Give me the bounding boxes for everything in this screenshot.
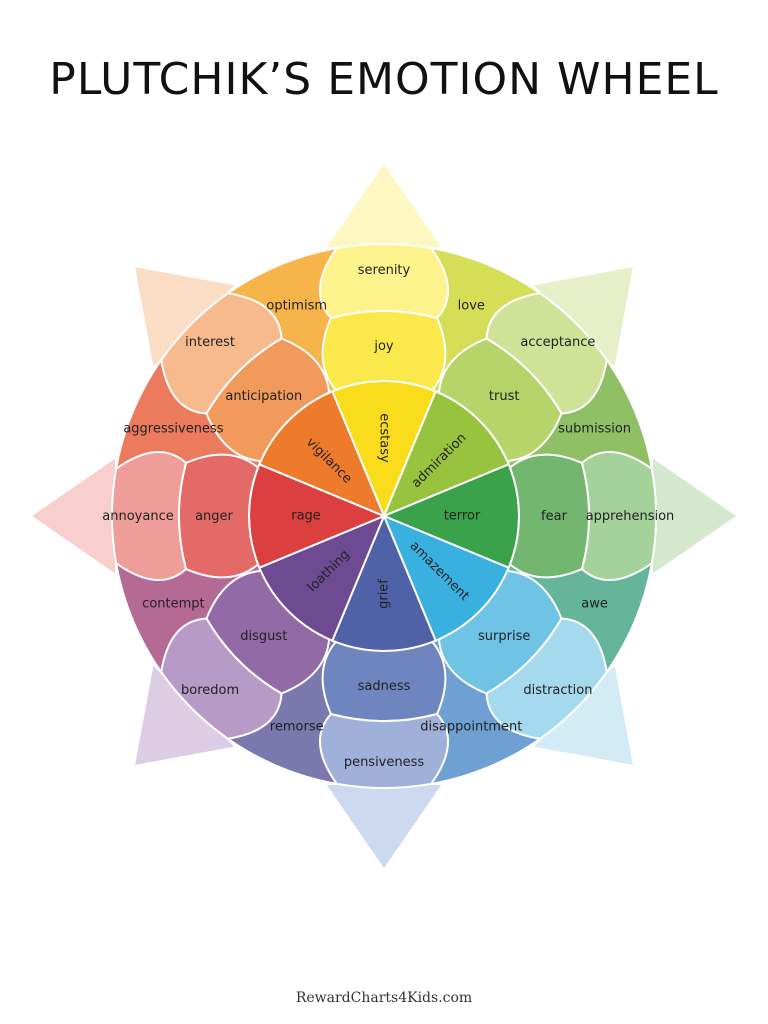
inner-label-ecstasy: ecstasy xyxy=(377,413,392,463)
dyad-label-optimism: optimism xyxy=(266,298,327,313)
footer-credit: RewardCharts4Kids.com xyxy=(295,990,473,1006)
inner-label-terror: terror xyxy=(444,509,481,524)
petal-tip-disgust xyxy=(135,665,235,765)
outer-label-apprehension: apprehension xyxy=(586,509,675,524)
outer-label-acceptance: acceptance xyxy=(520,335,595,350)
dyad-label-aggressiveness: aggressiveness xyxy=(123,422,223,437)
petal-tip-sadness xyxy=(326,785,442,868)
petal-outer-joy xyxy=(319,243,449,320)
petal-outer-trust xyxy=(485,292,608,415)
middle-label-joy: joy xyxy=(373,339,394,354)
petal-tip-surprise xyxy=(533,665,633,765)
outer-label-distraction: distraction xyxy=(523,683,592,698)
petal-outer-disgust xyxy=(160,617,283,740)
petal-outer-anger xyxy=(111,451,188,581)
dyad-label-awe: awe xyxy=(581,596,608,611)
middle-label-anticipation: anticipation xyxy=(225,389,302,404)
middle-label-trust: trust xyxy=(489,389,520,404)
outer-label-interest: interest xyxy=(185,335,235,350)
petal-outer-surprise xyxy=(485,617,608,740)
petal-tip-joy xyxy=(326,164,442,247)
outer-label-annoyance: annoyance xyxy=(102,509,173,524)
dyad-label-submission: submission xyxy=(558,422,631,437)
outer-label-boredom: boredom xyxy=(181,683,239,698)
middle-label-anger: anger xyxy=(195,509,233,524)
dyad-label-disappointment: disappointment xyxy=(420,720,522,735)
petal-tip-fear xyxy=(653,458,736,574)
middle-label-disgust: disgust xyxy=(240,629,287,644)
page-title: PLUTCHIK’S EMOTION WHEEL xyxy=(49,54,719,105)
petal-tip-anger xyxy=(32,458,115,574)
petal-tip-anticipation xyxy=(135,267,235,367)
middle-label-sadness: sadness xyxy=(358,679,411,694)
middle-label-fear: fear xyxy=(541,509,568,524)
dyad-label-love: love xyxy=(458,298,485,313)
outer-label-serenity: serenity xyxy=(358,263,411,278)
outer-label-pensiveness: pensiveness xyxy=(344,755,425,770)
dyad-label-contempt: contempt xyxy=(142,596,204,611)
petal-outer-sadness xyxy=(319,712,449,789)
dyad-label-remorse: remorse xyxy=(270,720,324,735)
middle-label-surprise: surprise xyxy=(478,629,530,644)
petal-layer xyxy=(111,243,657,789)
petal-outer-fear xyxy=(580,451,657,581)
petal-tip-trust xyxy=(533,267,633,367)
tip-layer xyxy=(32,164,736,868)
inner-label-grief: grief xyxy=(377,579,392,609)
inner-label-rage: rage xyxy=(291,509,321,524)
petal-outer-anticipation xyxy=(160,292,283,415)
